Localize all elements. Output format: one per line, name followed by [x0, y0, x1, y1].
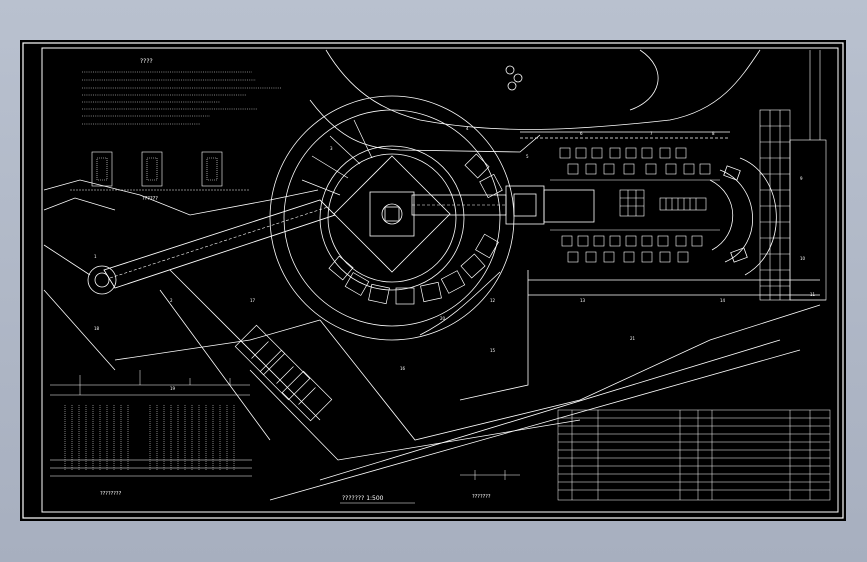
plot-number: 2	[170, 298, 173, 303]
inner-frame	[41, 47, 839, 513]
right-grid	[759, 50, 827, 301]
notes-block: ????	[82, 58, 282, 125]
plot-number: 4	[466, 126, 469, 131]
plot-number: 7	[650, 131, 653, 136]
bottom-label: ????????	[100, 491, 122, 497]
plot-number: 16	[400, 366, 406, 371]
plot-number: 18	[94, 326, 100, 331]
plot-number: 13	[580, 298, 586, 303]
legend-table	[557, 409, 831, 501]
plot-number: 19	[170, 386, 176, 391]
ring-plaza	[269, 95, 515, 341]
main-avenue	[87, 199, 336, 295]
outer-frame	[22, 42, 844, 519]
plot-number: 1	[94, 254, 97, 259]
plot-number: 14	[720, 298, 726, 303]
plot-number: 5	[526, 154, 529, 159]
plot-number: 21	[630, 336, 636, 341]
plot-number: 17	[250, 298, 256, 303]
upper-park	[309, 49, 761, 153]
pipe-detail: ???????	[460, 470, 520, 500]
scale-caption: ??????? 1:500	[342, 495, 384, 502]
left-road	[43, 179, 319, 371]
plot-number: 20	[440, 316, 446, 321]
plot-number: 12	[490, 298, 496, 303]
plot-number: 15	[490, 348, 496, 353]
plot-number: 3	[330, 146, 333, 151]
site-plan-drawing: ???? ??????	[22, 42, 844, 519]
drawing-sheet: ???? ??????	[20, 40, 846, 521]
plot-number: 6	[580, 131, 583, 136]
detail-sections: ??????	[70, 151, 250, 202]
sport-courts	[234, 324, 333, 422]
ring-pavilions	[301, 119, 503, 305]
amphitheatre	[709, 157, 777, 276]
pipe-caption: ???????	[472, 494, 491, 500]
lower-site	[114, 269, 821, 501]
plot-number: 8	[712, 131, 715, 136]
building-blocks	[550, 147, 720, 263]
plot-number: 9	[800, 176, 803, 181]
pipeline-schematic: ????????	[50, 370, 252, 497]
plot-number: 10	[800, 256, 806, 261]
central-axis	[411, 185, 595, 225]
notes-heading: ????	[140, 58, 153, 65]
plot-number: 11	[810, 292, 816, 297]
